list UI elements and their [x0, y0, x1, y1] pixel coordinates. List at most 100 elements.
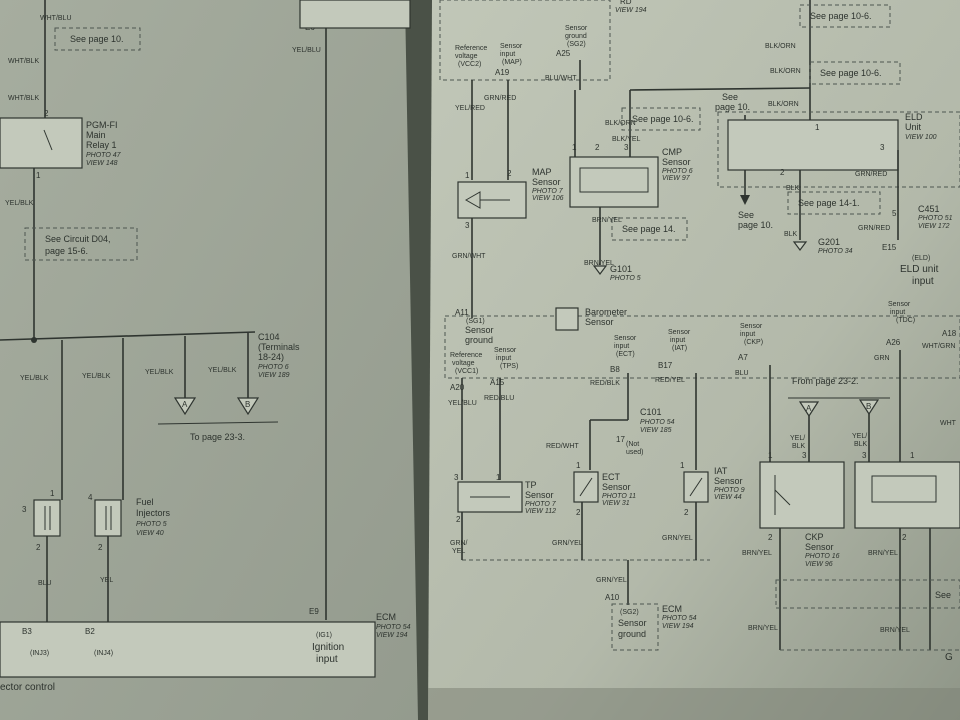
svg-text:page 15-6.: page 15-6.: [45, 246, 88, 256]
svg-text:3: 3: [22, 505, 27, 514]
wire-label: BLK/ORN: [605, 120, 636, 127]
svg-text:PHOTO 54: PHOTO 54: [376, 624, 411, 631]
svg-text:A20: A20: [450, 383, 465, 392]
svg-text:VIEW 100: VIEW 100: [905, 134, 937, 141]
svg-text:Reference: Reference: [450, 352, 482, 359]
wire-label: YEL/BLK: [5, 200, 34, 207]
svg-text:input: input: [670, 337, 685, 344]
ect-sensor-box: [573, 471, 599, 503]
svg-text:VIEW 194: VIEW 194: [662, 623, 694, 630]
svg-text:Sensor: Sensor: [668, 329, 691, 336]
svg-text:2: 2: [595, 143, 600, 152]
svg-text:(TPS): (TPS): [500, 363, 518, 370]
wire-label: YEL/BLU: [448, 400, 477, 407]
svg-text:VIEW 148: VIEW 148: [86, 160, 118, 167]
svg-text:2: 2: [456, 515, 461, 524]
wire-label: BLK/ORN: [765, 43, 796, 50]
svg-text:17: 17: [616, 435, 625, 444]
svg-text:3: 3: [862, 451, 867, 460]
wire-label: BLU/WHT: [545, 75, 577, 82]
wire-label: BLK: [784, 231, 798, 238]
wire-label: BLK: [786, 185, 800, 192]
svg-text:input: input: [912, 276, 934, 287]
svg-text:BRN/YEL: BRN/YEL: [868, 550, 898, 557]
svg-text:See page 10-6.: See page 10-6.: [820, 68, 882, 78]
g201-name: G201: [818, 237, 840, 247]
bottom-shadow: [428, 688, 960, 720]
barometer-sensor-box: [555, 307, 579, 331]
wire-label: YEL/BLK: [208, 367, 237, 374]
svg-text:See page 14.: See page 14.: [622, 224, 676, 234]
svg-text:GRN/YEL: GRN/YEL: [662, 535, 693, 542]
map-sensor-name: MAP: [532, 167, 552, 177]
svg-text:VIEW 106: VIEW 106: [532, 195, 564, 202]
svg-text:VIEW 172: VIEW 172: [918, 223, 950, 230]
svg-text:Sensor: Sensor: [465, 325, 494, 335]
c101-name: C101: [640, 407, 662, 417]
ckp-sensor-name: CKP: [805, 532, 824, 542]
g101-name: G101: [610, 264, 632, 274]
svg-text:ground: ground: [465, 335, 493, 345]
svg-text:1: 1: [815, 123, 820, 132]
svg-text:YEL/: YEL/: [790, 435, 805, 442]
wire-label: RED/YEL: [655, 377, 685, 384]
svg-text:A11: A11: [455, 308, 469, 317]
ecm-box-left: [0, 621, 376, 678]
svg-text:(IG1): (IG1): [316, 632, 332, 639]
svg-text:Sensor: Sensor: [565, 25, 588, 32]
ect-sensor-name: ECT: [602, 472, 621, 482]
svg-text:VIEW 185: VIEW 185: [640, 427, 672, 434]
svg-text:VIEW 40: VIEW 40: [136, 530, 164, 537]
svg-text:BLK: BLK: [854, 441, 868, 448]
pgm-fi-relay-box: [0, 117, 83, 169]
svg-text:page 10.: page 10.: [715, 102, 750, 112]
wire-label: GRN/RED: [484, 95, 516, 102]
svg-text:input: input: [316, 654, 338, 665]
svg-text:(INJ3): (INJ3): [30, 650, 49, 657]
svg-text:Sensor: Sensor: [740, 323, 763, 330]
svg-text:E9: E9: [309, 607, 319, 616]
wire-label: YEL/BLK: [82, 373, 111, 380]
svg-text:Sensor: Sensor: [618, 618, 647, 628]
svg-text:Sensor: Sensor: [500, 43, 523, 50]
circuit-note: See Circuit D04,: [45, 234, 111, 244]
svg-text:(SG2): (SG2): [620, 609, 639, 616]
svg-text:PHOTO 11: PHOTO 11: [602, 493, 636, 500]
svg-text:3: 3: [802, 451, 807, 460]
iat-sensor-name: IAT: [714, 466, 728, 476]
wire-label: BLK/ORN: [768, 101, 799, 108]
wire-label: YEL: [100, 577, 113, 584]
svg-text:PHOTO 9: PHOTO 9: [714, 487, 745, 494]
svg-text:BRN/YEL: BRN/YEL: [742, 550, 772, 557]
svg-text:A7: A7: [738, 353, 748, 362]
see-page-note: See page 10.: [70, 34, 124, 44]
wire-label: YEL/BLU: [292, 47, 321, 54]
svg-text:B2: B2: [85, 627, 95, 636]
injector-3: [33, 499, 61, 537]
wire-label: GRN/RED: [855, 171, 887, 178]
ignition-input-label: Ignition: [312, 642, 344, 653]
svg-text:page 10.: page 10.: [738, 220, 773, 230]
top-module-box: [299, 0, 411, 29]
wire-label: GRN/RED: [858, 225, 890, 232]
svg-text:Sensor: Sensor: [614, 335, 637, 342]
svg-text:used): used): [626, 449, 644, 456]
svg-text:4: 4: [88, 493, 93, 502]
svg-text:VIEW 97: VIEW 97: [662, 175, 691, 182]
svg-text:1: 1: [680, 461, 685, 470]
svg-text:Unit: Unit: [905, 122, 922, 132]
svg-text:PHOTO 6: PHOTO 6: [258, 364, 289, 371]
svg-text:2: 2: [684, 508, 689, 517]
svg-text:3: 3: [880, 143, 885, 152]
svg-text:Sensor: Sensor: [714, 476, 743, 486]
section-footer: ector control: [0, 682, 55, 693]
svg-text:(ELD): (ELD): [912, 255, 930, 262]
svg-text:See: See: [738, 210, 754, 220]
svg-text:5: 5: [892, 209, 897, 218]
svg-text:VIEW 194: VIEW 194: [615, 7, 647, 14]
svg-text:BRN/YEL: BRN/YEL: [748, 625, 778, 632]
svg-text:Sensor: Sensor: [888, 301, 911, 308]
svg-text:2: 2: [576, 508, 581, 517]
wire-label: RED/BLK: [590, 380, 620, 387]
